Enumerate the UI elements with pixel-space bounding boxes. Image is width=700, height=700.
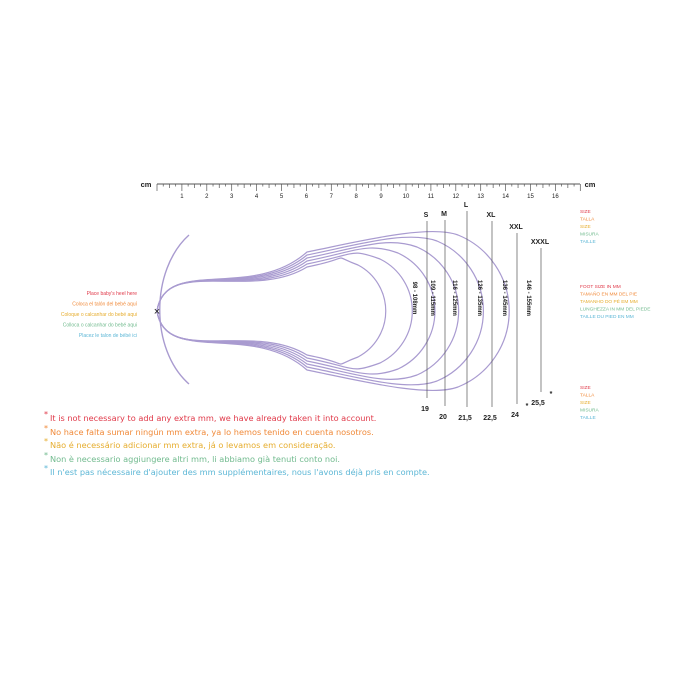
heel-arc: [159, 234, 190, 385]
foot-outline: [156, 247, 436, 375]
ruler-tick-label: 6: [305, 194, 309, 200]
ruler-unit-left: cm: [141, 180, 152, 189]
eu-size-label: 25,5: [531, 400, 545, 407]
ruler-tick-label: 14: [502, 194, 509, 200]
ruler-tick-label: 10: [403, 194, 410, 200]
legend-foot-size: LUNGHEZZA IN MM DEL PIEDE: [580, 307, 650, 313]
ruler-tick-label: 1: [180, 194, 184, 200]
footnote-marker: *: [44, 450, 48, 460]
legend-size-top: TALLA: [580, 217, 595, 223]
ruler-tick-label: 7: [330, 194, 334, 200]
foot-outline: [156, 252, 413, 370]
size-label: XL: [487, 212, 497, 219]
legend-size-bottom: TAILLE: [580, 415, 596, 421]
footnote: *Il n'est pas nécessaire d'ajouter des m…: [44, 464, 664, 480]
footnote: *It is not necessary to add any extra mm…: [44, 410, 664, 426]
foot-outlines: [156, 230, 510, 392]
legend-size-top: SIZE: [580, 224, 591, 230]
ruler-tick-label: 5: [280, 194, 284, 200]
legend-size-top: TAILLE: [580, 239, 596, 245]
footnote-text: No hace falta sumar ningún mm extra, ya …: [50, 426, 374, 437]
legend-size-top: MISURA: [580, 232, 599, 238]
size-range-mm: 98 - 108mm: [411, 282, 417, 315]
footnote: *Non è necessario aggiungere altri mm, l…: [44, 451, 664, 467]
size-label: S: [424, 212, 429, 219]
eu-size-label: 24: [511, 412, 519, 419]
footnote-text: It is not necessary to add any extra mm,…: [50, 413, 377, 423]
ruler-tick-label: 15: [527, 194, 534, 200]
size-range-mm: 136 - 145mm: [501, 280, 507, 316]
ruler-tick-label: 9: [379, 194, 383, 200]
heel-label: Coloque o calcanhar do bebé aqui: [61, 312, 137, 318]
ruler-tick-label: 12: [452, 194, 459, 200]
legend-size-top: SIZE: [580, 209, 591, 215]
foot-outline: [156, 242, 460, 380]
size-note-marker: *: [550, 391, 553, 398]
ruler-tick-label: 8: [355, 194, 359, 200]
foot-outline: [156, 257, 387, 365]
legend-size-bottom: SIZE: [580, 400, 591, 406]
footnote-text: Não é necessário adicionar mm extra, já …: [50, 440, 336, 450]
size-range-mm: 116 - 125mm: [451, 280, 457, 316]
size-label: XXL: [509, 224, 523, 231]
size-label: M: [441, 211, 447, 218]
footnote-marker: *: [44, 437, 48, 446]
foot-outline: [156, 236, 484, 386]
legend-foot-size: TAMAÑO EN MM DEL PIE: [580, 291, 637, 298]
size-label: L: [464, 202, 469, 209]
ruler-unit-right: cm: [585, 180, 596, 189]
heel-label: Placez le talon de bébé ici: [79, 333, 137, 339]
footnote: *Não é necessário adicionar mm extra, já…: [44, 437, 664, 453]
eu-size-label: 21,5: [458, 415, 472, 422]
eu-size-label: 19: [421, 406, 429, 413]
legend-foot-size: FOOT SIZE IN MM: [580, 284, 621, 290]
footnote-text: Non è necessario aggiungere altri mm, li…: [50, 453, 341, 464]
legend-size-bottom: MISURA: [580, 408, 599, 414]
ruler-tick-label: 4: [255, 194, 259, 200]
ruler-tick-label: 2: [205, 194, 209, 200]
legend-size-bottom: TALLA: [580, 393, 595, 399]
eu-size-label: 20: [439, 414, 447, 421]
eu-size-label: 22,5: [483, 415, 497, 422]
heel-label: Coloca el talón del bebé aquí: [72, 302, 137, 308]
legend-foot-size: TAMANHO DO PÉ EM MM: [580, 298, 638, 305]
footnotes: *It is not necessary to add any extra mm…: [44, 410, 664, 480]
footnote-marker: *: [44, 464, 48, 473]
size-range-mm: 146 - 155mm: [525, 280, 531, 316]
heel-marker: ×: [154, 306, 160, 318]
heel-label: Place baby's heel here: [87, 291, 138, 297]
footnote: *No hace falta sumar ningún mm extra, ya…: [44, 424, 664, 440]
ruler-tick-label: 11: [428, 194, 435, 200]
heel-label: Colloca o calcanhar do bebé aqui: [63, 323, 137, 329]
size-label: XXXL: [531, 239, 550, 246]
size-columns: S 98 - 108mm 19 M 109 - 115mm 20 L 116 - 125mm 2…: [411, 202, 553, 422]
ruler-tick-label: 16: [552, 194, 559, 200]
footnote-marker: *: [44, 410, 48, 419]
ruler-tick-label: 3: [230, 194, 234, 200]
footnote-marker: *: [44, 423, 48, 433]
size-range-mm: 126 - 135mm: [476, 280, 482, 316]
legend-size-bottom: SIZE: [580, 385, 591, 391]
ruler-tick-label: 13: [477, 194, 484, 200]
size-note-marker: *: [526, 403, 529, 410]
foot-outline: [156, 230, 510, 392]
size-range-mm: 109 - 115mm: [429, 280, 435, 316]
legend-foot-size: TAILLE DU PIED EN MM: [580, 314, 634, 320]
footnote-text: Il n'est pas nécessaire d'ajouter des mm…: [50, 467, 430, 477]
